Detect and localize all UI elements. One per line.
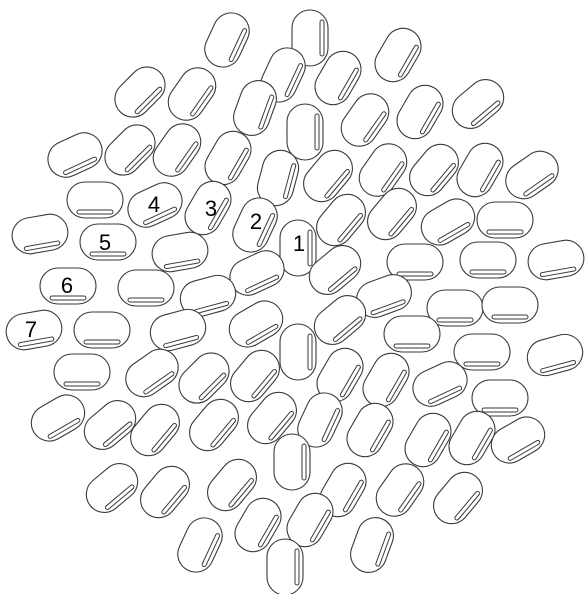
pellet-slit (64, 382, 100, 386)
label-6: 6 (61, 273, 73, 298)
pellet-slit (464, 362, 500, 366)
pellet-slit (320, 20, 324, 56)
pellet-body (25, 388, 91, 447)
pellet (133, 459, 197, 525)
pellet (267, 539, 303, 594)
pellet-slit (437, 318, 473, 322)
pellet-body (450, 137, 509, 203)
pellet-slit (77, 210, 113, 214)
pellet (340, 397, 399, 463)
pellet (390, 79, 449, 145)
pellet-body (523, 330, 586, 379)
pellet-body (42, 127, 108, 183)
pellet (287, 104, 323, 160)
pellet (477, 202, 533, 238)
pellet-body (398, 407, 457, 473)
pellet-body (368, 22, 427, 88)
pellet-slit (397, 272, 433, 276)
pellet-body (172, 512, 228, 578)
pellet (499, 144, 566, 206)
pellet (54, 354, 110, 390)
pellet (346, 513, 399, 578)
pellet (460, 242, 516, 278)
label-5: 5 (99, 230, 111, 255)
pellet-group (3, 7, 586, 594)
label-1: 1 (293, 231, 305, 256)
pellet (149, 229, 210, 274)
pellet-body (97, 117, 162, 182)
pellet-body (149, 229, 210, 274)
pellet-slit (315, 114, 319, 150)
pellet-slit (84, 340, 120, 344)
pellet (25, 388, 91, 447)
pellet (280, 324, 316, 380)
pellet (118, 270, 174, 306)
pellet (146, 117, 208, 184)
label-3: 3 (205, 196, 217, 221)
pellet-body (445, 72, 511, 136)
label-4: 4 (148, 192, 160, 217)
pellet (356, 347, 415, 413)
pellet (97, 117, 162, 182)
pellet (107, 59, 172, 124)
pellet (454, 334, 510, 370)
pellet-body (390, 79, 449, 145)
pellet (274, 434, 310, 490)
pellet-slit (394, 344, 430, 348)
pellet-body (402, 137, 466, 203)
pellet (368, 22, 427, 88)
pellet (67, 182, 123, 218)
pellet-slit (308, 334, 312, 370)
pellet-body (346, 513, 399, 578)
pellet (42, 127, 108, 183)
pellet (485, 410, 551, 469)
pellet-body (485, 410, 551, 469)
pellet (74, 312, 130, 348)
pellet-body (161, 61, 223, 128)
pellet-slit (128, 298, 164, 302)
label-7: 7 (25, 317, 37, 342)
pellet (119, 342, 186, 404)
pellet-slit (487, 230, 523, 234)
label-2: 2 (250, 209, 262, 234)
pellet (9, 211, 70, 256)
pellet (161, 61, 223, 128)
pellet-slit (308, 230, 312, 266)
pellet-body (123, 397, 187, 463)
pellet (402, 137, 466, 203)
pellet (123, 397, 187, 463)
pellet-body (9, 211, 70, 256)
pellet-body (146, 117, 208, 184)
pellet-slit (492, 315, 528, 319)
pellet (525, 237, 586, 282)
pellet (523, 330, 586, 379)
pellet-body (119, 342, 186, 404)
pellet-body (133, 459, 197, 525)
pellet-body (499, 144, 566, 206)
pellet-slit (302, 444, 306, 480)
pellet-body (199, 7, 255, 73)
pellet-body (107, 59, 172, 124)
pellet-slit (482, 408, 518, 412)
pellet (384, 316, 440, 352)
pellet-body (525, 237, 586, 282)
pellet-body (79, 456, 145, 520)
pellet-body (340, 397, 399, 463)
pellet (199, 7, 255, 73)
pellet (472, 380, 528, 416)
pellet-body (356, 347, 415, 413)
pellet-body (426, 465, 490, 531)
pellet (427, 290, 483, 326)
pellet (79, 456, 145, 520)
pellet (482, 287, 538, 323)
pellet (445, 72, 511, 136)
pellet-slit (470, 270, 506, 274)
pellet (426, 465, 490, 531)
pellet-slit (295, 549, 299, 585)
pellet (172, 512, 228, 578)
pellet (450, 137, 509, 203)
pellet (398, 407, 457, 473)
